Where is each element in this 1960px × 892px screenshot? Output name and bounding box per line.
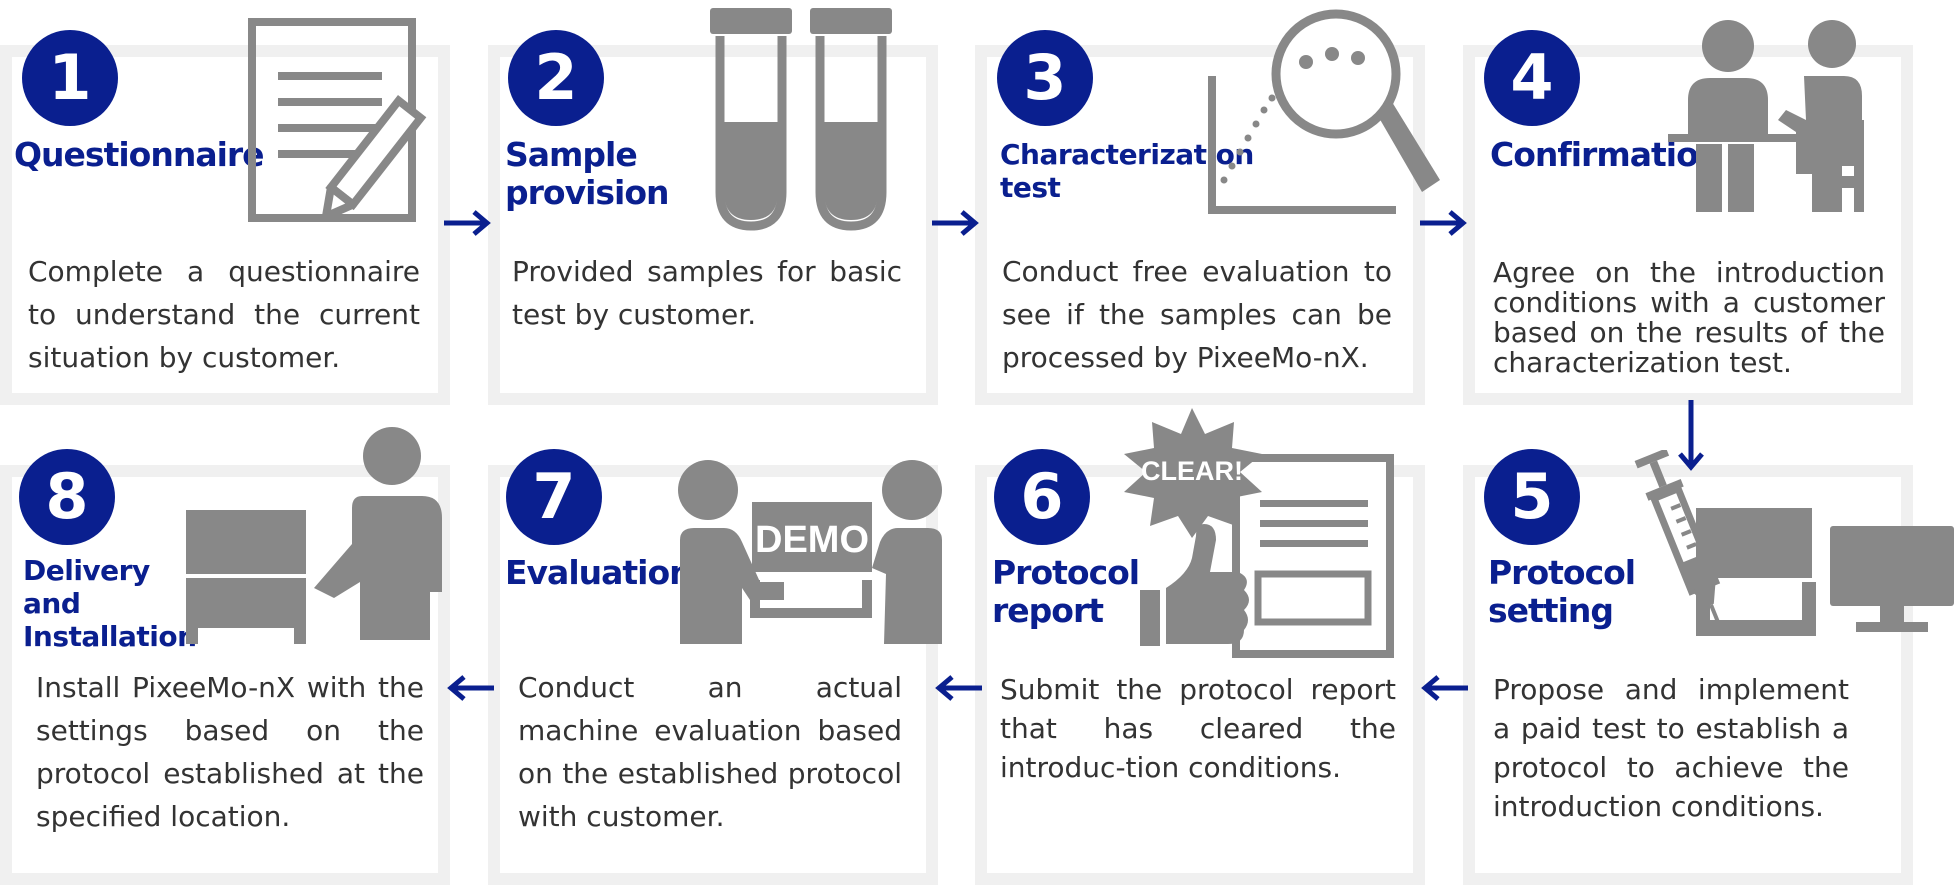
step-title-8: Delivery and Installation — [23, 554, 197, 653]
arrow-right-1-2 — [444, 210, 491, 236]
step-number-6: 6 — [994, 449, 1090, 545]
arrow-left-6-7 — [935, 675, 982, 701]
arrow-left-5-6 — [1421, 675, 1468, 701]
step-title-6: Protocol report — [992, 553, 1140, 630]
step-number-8: 8 — [19, 449, 115, 545]
step-card-3 — [975, 45, 1425, 405]
syringe-machine-monitor-icon — [1634, 450, 1954, 636]
step-title-1: Questionnaire — [14, 135, 265, 174]
document-pencil-icon — [248, 18, 427, 222]
step-number-7: 7 — [506, 449, 602, 545]
test-tubes-icon — [710, 8, 892, 231]
thumbs-up-report-icon: CLEAR! — [1124, 408, 1394, 658]
magnifier-graph-icon — [1208, 9, 1440, 214]
step-number-5: 5 — [1484, 449, 1580, 545]
step-description-6: Submit the protocol report that has clea… — [1000, 673, 1396, 784]
step-number-1: 1 — [22, 30, 118, 126]
step-number-4: 4 — [1484, 30, 1580, 126]
arrow-right-2-3 — [932, 210, 979, 236]
machine-person-icon — [186, 427, 442, 644]
step-number-2: 2 — [508, 30, 604, 126]
step-description-3: Conduct free evaluation to see if the sa… — [1002, 255, 1392, 374]
demo-people-icon: DEMO — [678, 460, 942, 644]
arrow-down-4-5 — [1678, 400, 1704, 471]
step-description-4: Agree on the introduction conditions wit… — [1493, 256, 1885, 379]
step-title-5: Protocol setting — [1488, 553, 1636, 630]
arrow-left-7-8 — [447, 675, 494, 701]
step-description-2: Provided samples for basic test by custo… — [512, 255, 902, 331]
step-description-1: Complete a questionnaire to understand t… — [28, 255, 420, 374]
clear-badge-text: CLEAR! — [1141, 456, 1243, 486]
step-description-8: Install PixeeMo-nX with the settings bas… — [36, 671, 424, 833]
step-title-7: Evaluation — [505, 553, 693, 592]
step-description-7: Conduct an actual machine evaluation bas… — [518, 671, 902, 833]
step-title-2: Sample provision — [505, 135, 670, 212]
arrow-right-3-4 — [1420, 210, 1467, 236]
step-number-3: 3 — [997, 30, 1093, 126]
meeting-people-icon — [1668, 20, 1864, 212]
step-description-5: Propose and implement a paid test to est… — [1493, 673, 1849, 823]
demo-screen-text: DEMO — [755, 519, 869, 561]
